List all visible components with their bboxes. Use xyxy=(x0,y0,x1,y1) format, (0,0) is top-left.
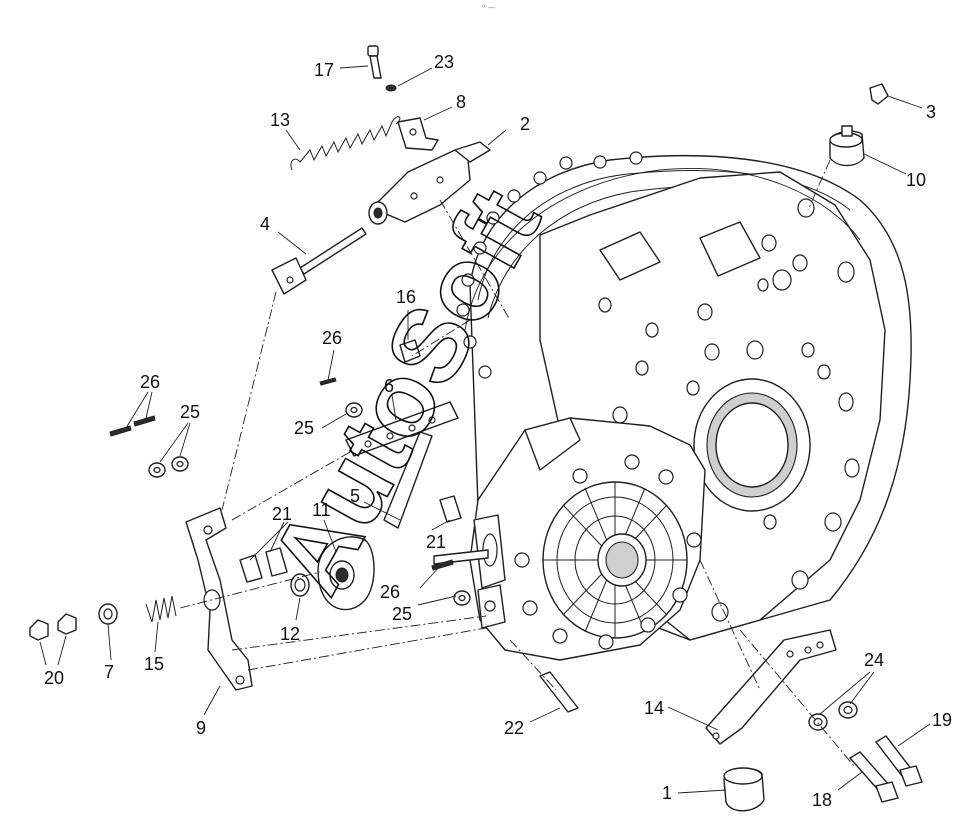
part-13-spring xyxy=(290,116,401,171)
bottom-right-parts xyxy=(539,629,923,812)
callout-25c: 25 xyxy=(392,604,412,624)
callout-18: 18 xyxy=(812,790,832,810)
callout-20: 20 xyxy=(44,668,64,688)
part-21-pins xyxy=(239,495,462,583)
callout-26a: 26 xyxy=(140,372,160,392)
callout-19: 19 xyxy=(932,710,952,730)
corner-mark: ⁰ — xyxy=(482,3,496,12)
callout-11: 11 xyxy=(312,500,331,520)
callout-26c: 26 xyxy=(380,582,400,602)
callout-26b: 26 xyxy=(322,328,342,348)
callout-15: 15 xyxy=(144,654,164,674)
callout-7: 7 xyxy=(104,662,114,682)
right-top-parts xyxy=(829,83,889,167)
callout-25b: 25 xyxy=(294,418,314,438)
callout-22: 22 xyxy=(504,718,524,738)
callout-12: 12 xyxy=(280,624,300,644)
left-fasteners xyxy=(29,595,177,641)
part-9-lever xyxy=(185,507,253,691)
callout-2: 2 xyxy=(520,114,530,134)
callout-5: 5 xyxy=(350,486,360,506)
callout-1: 1 xyxy=(662,783,672,803)
part-17-bolt xyxy=(367,45,397,92)
callout-9: 9 xyxy=(196,718,206,738)
part-6-fork xyxy=(345,401,459,529)
callout-13: 13 xyxy=(270,110,290,130)
callout-10: 10 xyxy=(906,170,926,190)
callout-6: 6 xyxy=(384,376,394,396)
callout-17: 17 xyxy=(314,60,334,80)
callout-25a: 25 xyxy=(180,402,200,422)
callout-23: 23 xyxy=(434,52,454,72)
callout-3: 3 xyxy=(926,102,936,122)
assembly-lines xyxy=(179,159,855,767)
part-2-valve xyxy=(368,117,491,225)
callout-4: 4 xyxy=(260,214,270,234)
callout-labels: 1 2 3 4 5 6 7 8 9 10 11 12 13 14 15 16 1… xyxy=(44,52,952,810)
front-cover xyxy=(469,417,706,661)
callout-16: 16 xyxy=(396,287,416,307)
callout-8: 8 xyxy=(456,92,466,112)
callout-21a: 21 xyxy=(272,504,292,524)
part-11-cam xyxy=(290,536,375,611)
part-4-rod xyxy=(271,227,367,295)
callout-21b: 21 xyxy=(426,532,446,552)
callout-24: 24 xyxy=(864,650,884,670)
callout-14: 14 xyxy=(644,698,664,718)
small-fasteners xyxy=(109,339,471,606)
leader-lines xyxy=(39,65,931,794)
part-5-shaft xyxy=(433,514,506,589)
